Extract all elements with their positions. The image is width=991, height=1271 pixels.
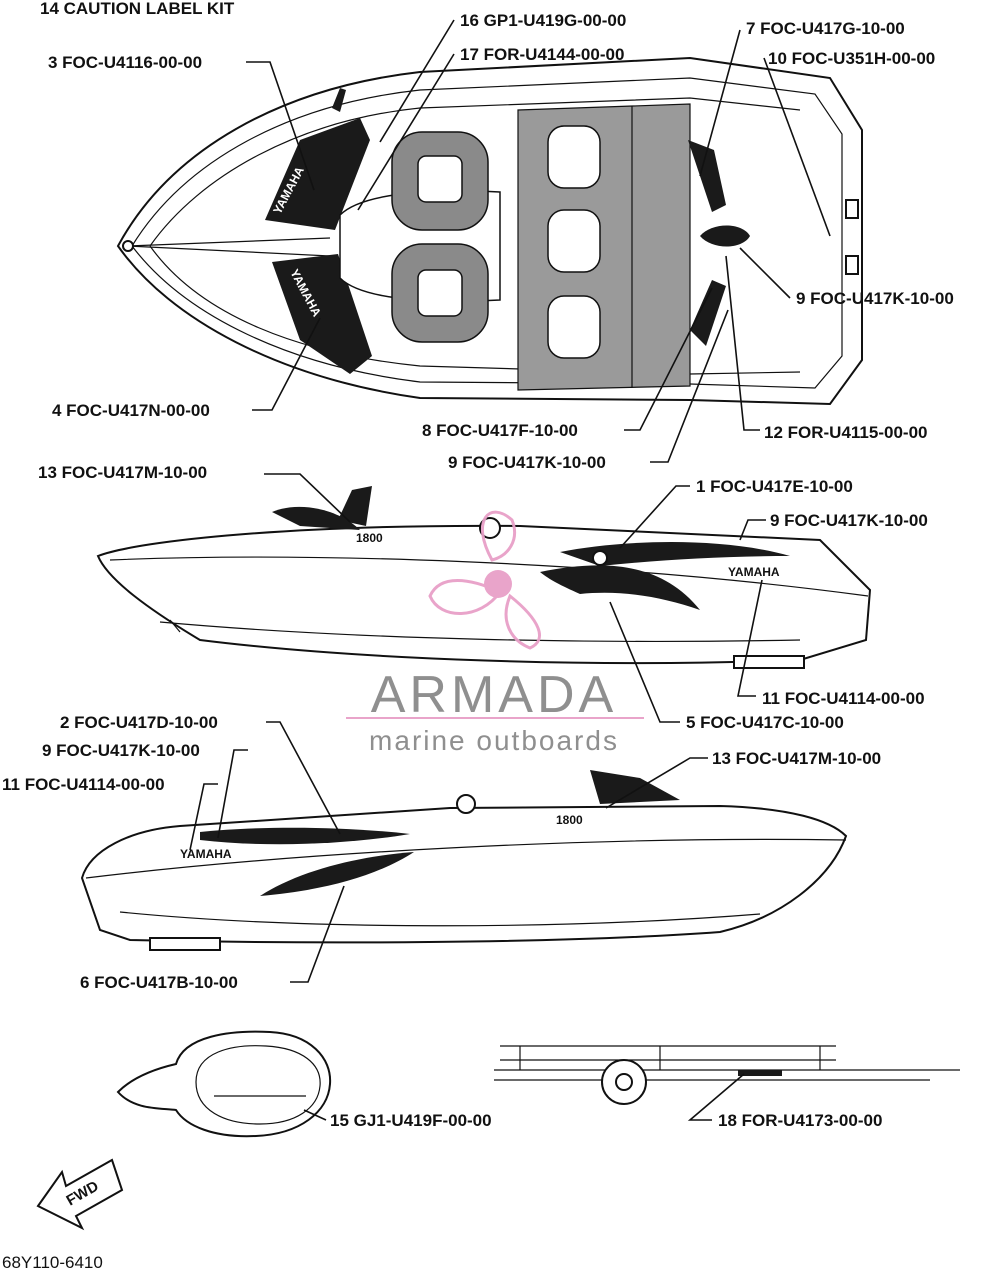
callout-7: 7 FOC-U417G-10-00 [746, 19, 905, 38]
side1-bow-stripe [272, 506, 360, 530]
callout-4: 4 FOC-U417N-00-00 [52, 401, 210, 420]
watermark: ARMADA marine outboards [346, 510, 644, 756]
diagram-code: 68Y110-6410 [2, 1253, 103, 1271]
callout-labels: 16 GP1-U419G-00-00 17 FOR-U4144-00-00 7 … [2, 11, 954, 1130]
fwd-arrow: FWD [36, 1158, 124, 1231]
callout-9-mid: 9 FOC-U417K-10-00 [448, 453, 606, 472]
watermark-tagline: marine outboards [369, 725, 619, 756]
side2-yamaha-mark: YAMAHA [180, 847, 232, 861]
callout-12: 12 FOR-U4115-00-00 [764, 423, 927, 442]
side2-main-graphic [260, 852, 414, 896]
stern-decal-lower [690, 280, 726, 346]
callout-9-top: 9 FOC-U417K-10-00 [796, 289, 954, 308]
cockpit-floor [517, 103, 691, 391]
callout-13-side2: 13 FOC-U417M-10-00 [712, 749, 881, 768]
side2-upper-graphic [200, 827, 410, 845]
caution-plate [116, 1030, 332, 1138]
side1-yamaha-mark: YAMAHA [728, 565, 780, 579]
callout-16: 16 GP1-U419G-00-00 [460, 11, 626, 30]
callout-17: 17 FOR-U4144-00-00 [460, 45, 624, 64]
callout-9-side1: 9 FOC-U417K-10-00 [770, 511, 928, 530]
boat-side-view-1: YAMAHA 1800 [96, 486, 872, 669]
side2-model-mark: 1800 [556, 813, 583, 827]
side2-windshield [590, 770, 680, 804]
callout-15: 15 GJ1-U419F-00-00 [330, 1111, 492, 1130]
callout-3: 3 FOC-U4116-00-00 [48, 53, 202, 72]
propeller-logo-icon [428, 510, 541, 650]
side1-model-mark: 1800 [356, 531, 383, 545]
side2-steering-wheel [456, 794, 476, 814]
trailer-decal [738, 1070, 782, 1076]
callout-11-side1: 11 FOC-U4114-00-00 [762, 689, 925, 708]
trailer [494, 1045, 960, 1105]
boat-top-view: YAMAHA YAMAHA [116, 56, 863, 406]
callout-2: 2 FOC-U417D-10-00 [60, 713, 218, 732]
callout-8: 8 FOC-U417F-10-00 [422, 421, 578, 440]
kit-title: 14 CAUTION LABEL KIT [40, 0, 235, 18]
side1-main-graphic [540, 565, 700, 610]
side1-upper-graphic [560, 542, 790, 566]
callout-13-side1: 13 FOC-U417M-10-00 [38, 463, 207, 482]
callout-10: 10 FOC-U351H-00-00 [768, 49, 935, 68]
boat-side-view-2: YAMAHA 1800 [80, 770, 848, 951]
engine-hatch-decal [700, 225, 750, 247]
bow-cleat [332, 88, 346, 112]
callout-9-side2: 9 FOC-U417K-10-00 [42, 741, 200, 760]
callout-18: 18 FOR-U4173-00-00 [718, 1111, 882, 1130]
bow-decal-upper [265, 118, 370, 230]
watermark-brand: ARMADA [371, 666, 617, 724]
side1-windshield [338, 486, 372, 526]
callout-5: 5 FOC-U417C-10-00 [686, 713, 844, 732]
leader-lines [189, 19, 831, 1121]
callout-1: 1 FOC-U417E-10-00 [696, 477, 853, 496]
side1-steering-wheel [479, 517, 501, 539]
callout-11-side2: 11 FOC-U4114-00-00 [2, 775, 165, 794]
stern-decal-upper [688, 140, 726, 212]
callout-6: 6 FOC-U417B-10-00 [80, 973, 238, 992]
